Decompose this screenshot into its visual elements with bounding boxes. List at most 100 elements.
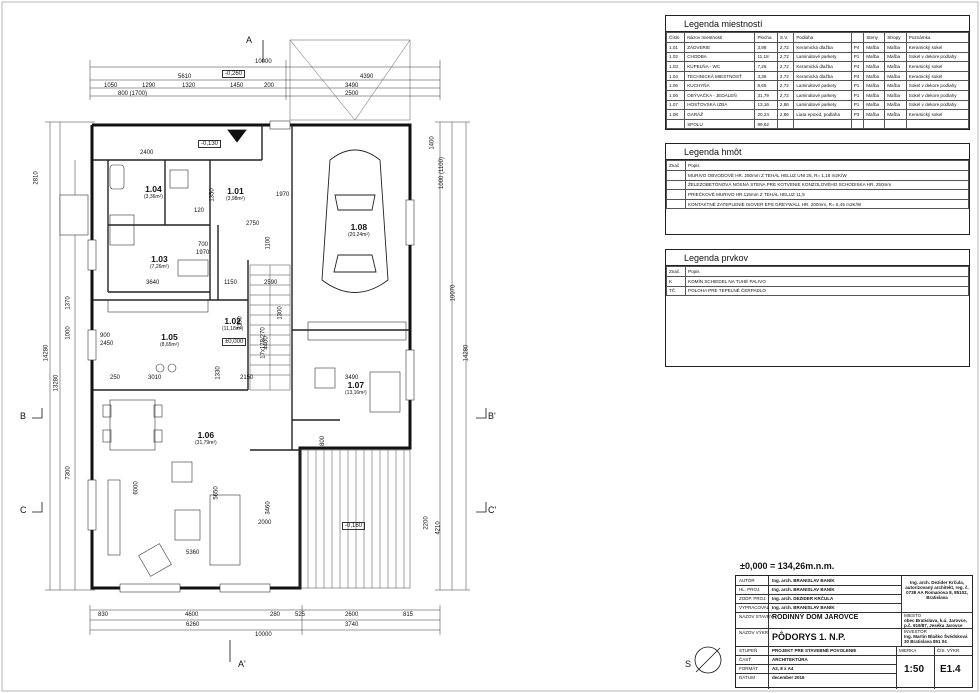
legend-materials-table: Znač. Popis MURIVO OBVODOVÉ HR. 250mm Z … [666, 160, 969, 210]
dim-int-6: 1150 [224, 280, 237, 286]
dim-int-30: 1970 [276, 192, 290, 198]
table-cell: Maľba [884, 80, 907, 91]
dim-f: 3490 [345, 83, 359, 89]
dim-h: 2500 [345, 91, 359, 97]
tb-date-label: DÁTUM [739, 675, 755, 680]
table-cell: 1.02 [665, 51, 686, 63]
table-cell: Laminátové parkety [793, 89, 852, 101]
tb-scale-label: MIERKA [899, 648, 917, 653]
table-cell: KÚPEĽŇA - WC [684, 61, 756, 72]
car-icon [321, 149, 389, 293]
table-cell [863, 118, 886, 130]
table-cell: 2,86 [776, 99, 795, 111]
room-1-03: 1.03(7,26m²) [150, 254, 169, 270]
dim-int-19: 2450 [100, 341, 114, 347]
dim-int-3: 700 [198, 242, 209, 248]
dim-int-12: 3490 [345, 375, 359, 381]
table-cell: 2,72 [776, 61, 795, 72]
table-cell: P3 [850, 109, 865, 120]
tb-investor-label: INVESTOR [904, 629, 927, 634]
dim-top-left: 5610 [178, 74, 192, 80]
dim-bot-c: 280 [270, 612, 281, 618]
table-cell: Laminátové parkety [793, 99, 852, 111]
tb-stage: PROJEKT PRE STAVEBNÉ POVOLENIE [772, 648, 857, 653]
table-cell: 3,36 [754, 70, 778, 82]
table-cell: Liata epoxid. podlaha [793, 109, 852, 120]
dim-int-13: 6000 [133, 481, 140, 495]
dim-bot-a: 830 [98, 612, 109, 618]
table-cell: Keramická dlažba [793, 70, 852, 82]
table-cell: Maľba [884, 51, 907, 63]
dim-left-e: 1000 [65, 326, 72, 340]
tb-num-label: ČÍS. VÝKR. [937, 648, 961, 653]
table-cell: 31,79 [754, 89, 778, 101]
table-cell [793, 118, 852, 130]
dim-int-11: 1330 [215, 366, 222, 380]
dim-right-d: 2200 [423, 516, 430, 530]
dim-int-24: 1100 [265, 236, 272, 250]
table-cell: TČ [666, 285, 686, 297]
table-cell: Keramický sokel [905, 70, 970, 82]
table-cell: Maľba [863, 99, 886, 111]
table-cell: 2,72 [776, 42, 795, 53]
tb-num: E1.4 [940, 664, 961, 675]
legend-rooms-title: Legenda miestností [666, 16, 969, 32]
table-cell: Laminátové parkety [793, 80, 852, 91]
tb-format: A2, 8 x A4 [772, 666, 794, 671]
table-cell: Keramický sokel [905, 109, 970, 120]
table-cell: 13,16 [754, 99, 778, 111]
tb-resp-label: ZODP. PROJ. [739, 596, 767, 601]
table-cell: 7,26 [754, 61, 778, 72]
north-label: S [685, 659, 692, 669]
level-top: -0,260 [222, 70, 246, 78]
dim-c: 1320 [182, 83, 196, 89]
dim-int-10: 2150 [240, 375, 254, 381]
dim-int-17: 800 [320, 435, 327, 447]
table-cell: P1 [850, 89, 865, 101]
section-b-right: B' [488, 411, 496, 421]
dim-bot-e: 2600 [345, 612, 359, 618]
tb-author: Ing. arch. BRANISLAV BANÍK [772, 578, 835, 583]
level-entrance: -0,130 [198, 140, 222, 148]
dim-left-d: 1370 [65, 296, 72, 310]
table-cell: 2,72 [776, 80, 795, 91]
tb-part: ARCHITEKTÚRA [772, 657, 808, 662]
tb-format-label: FORMÁT [739, 666, 758, 671]
legend-elements-title: Legenda prvkov [666, 250, 969, 266]
tb-stage-label: STUPEŇ [739, 648, 758, 653]
table-cell: Maľba [884, 109, 907, 120]
room-1-01: 1.01(3,98m²) [226, 186, 245, 202]
table-cell: P4 [850, 70, 865, 82]
dim-e: 200 [264, 83, 275, 89]
tb-scale: 1:50 [904, 664, 925, 675]
table-cell: P1 [850, 80, 865, 91]
legend-materials-title: Legenda hmôt [666, 144, 969, 160]
table-cell: Sokel v dekore podlahy [905, 99, 970, 111]
table-cell [666, 170, 686, 181]
dim-int-23: 1350 [209, 188, 216, 202]
table-cell: 1.03 [665, 61, 686, 72]
dim-int-26: 4400 [263, 336, 270, 350]
tb-company: Ing. arch. Dezider Krčula, autorizovaný … [905, 580, 969, 600]
table-cell: Sokel v dekore podlahy [905, 51, 970, 63]
table-cell: Maľba [884, 70, 907, 82]
dim-bot-f: 815 [403, 612, 414, 618]
table-cell: Sokel v dekore podlahy [905, 89, 970, 101]
table-cell: P1 [850, 51, 865, 63]
dim-right-b: 10070 [450, 284, 457, 302]
table-cell: P4 [850, 61, 865, 72]
dim-int-15: 3460 [265, 501, 272, 515]
dim-b: 1290 [142, 83, 156, 89]
tb-place-label: MIESTO [904, 613, 922, 618]
table-cell: MURIVO OBVODOVÉ HR. 250mm Z TEHÁL HELUZ … [685, 170, 969, 181]
table-cell: Maľba [863, 61, 886, 72]
table-cell: GARÁŽ [684, 109, 756, 120]
room-1-07: 1.07(13,16m²) [345, 380, 367, 396]
